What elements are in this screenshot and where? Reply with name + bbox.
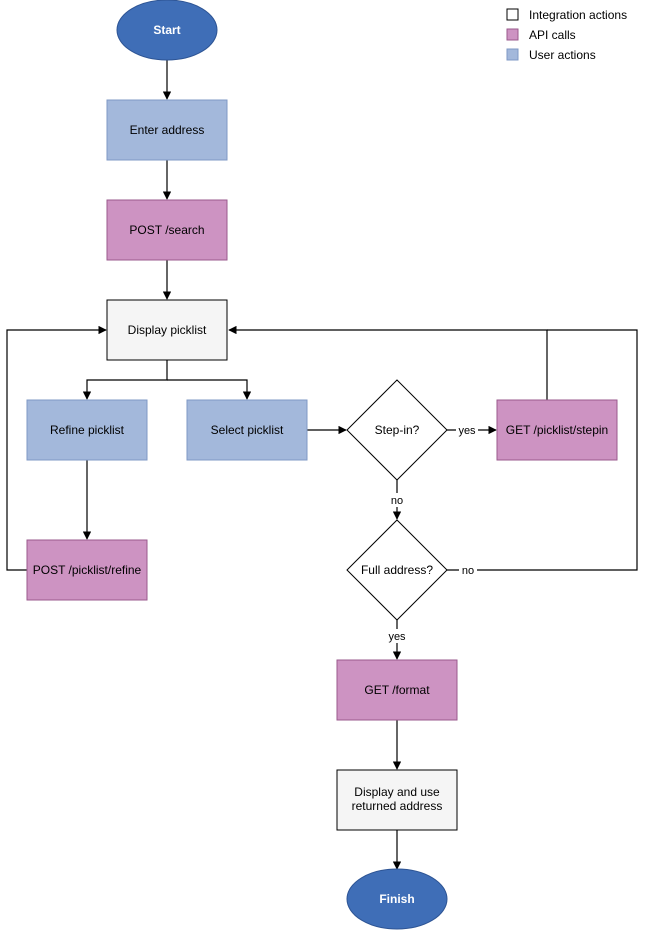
node-enter-address: Enter address: [106, 99, 228, 161]
legend: Integration actions API calls User actio…: [506, 8, 627, 62]
finish-label: Finish: [379, 892, 414, 906]
display-use-label-line2: returned address: [352, 799, 443, 813]
edge-full-no: [447, 329, 638, 571]
enter-address-label: Enter address: [130, 123, 205, 137]
post-search-label: POST /search: [129, 223, 204, 237]
node-step-in-decision: Step-in?: [346, 379, 448, 481]
edge-label-bg: [459, 563, 477, 577]
node-get-stepin: GET /picklist/stepin: [496, 399, 618, 461]
get-format-label: GET /format: [364, 683, 430, 697]
step-in-label: Step-in?: [375, 423, 420, 437]
edge-label-stepin-no: no: [391, 495, 403, 507]
edge-display-to-select: [167, 379, 252, 400]
node-post-refine: POST /picklist/refine: [26, 539, 148, 601]
node-start: Start: [116, 0, 218, 61]
node-select-picklist: Select picklist: [186, 399, 308, 461]
full-address-label: Full address?: [361, 563, 433, 577]
node-get-format: GET /format: [336, 659, 458, 721]
legend-label-user: User actions: [529, 48, 596, 62]
legend-swatch-user: [506, 48, 519, 61]
connectors: [6, 60, 638, 870]
legend-label-integration: Integration actions: [529, 8, 627, 22]
start-label: Start: [153, 23, 180, 37]
edge-label-stepin-yes: yes: [458, 425, 476, 437]
display-picklist-label: Display picklist: [128, 323, 207, 337]
refine-picklist-label: Refine picklist: [50, 423, 125, 437]
node-post-search: POST /search: [106, 199, 228, 261]
node-display-picklist: Display picklist: [106, 299, 228, 361]
legend-swatch-api: [506, 28, 519, 41]
node-display-use-address: Display and use returned address: [336, 769, 458, 831]
get-stepin-label: GET /picklist/stepin: [506, 423, 608, 437]
node-refine-picklist: Refine picklist: [26, 399, 148, 461]
legend-swatch-integration: [506, 8, 519, 21]
select-picklist-label: Select picklist: [211, 423, 284, 437]
edge-label-bg: [456, 423, 478, 437]
node-full-address-decision: Full address?: [346, 519, 448, 621]
node-finish: Finish: [346, 868, 448, 930]
legend-label-api: API calls: [529, 28, 576, 42]
edge-label-bg: [389, 493, 405, 507]
edge-label-full-no: no: [462, 565, 474, 577]
display-use-label-line1: Display and use: [354, 785, 440, 799]
edge-label-full-yes: yes: [388, 631, 406, 643]
edge-post-refine-to-display: [6, 325, 107, 571]
edge-display-to-refine: [82, 360, 168, 400]
post-refine-label: POST /picklist/refine: [33, 563, 142, 577]
edge-label-bg: [386, 629, 408, 643]
